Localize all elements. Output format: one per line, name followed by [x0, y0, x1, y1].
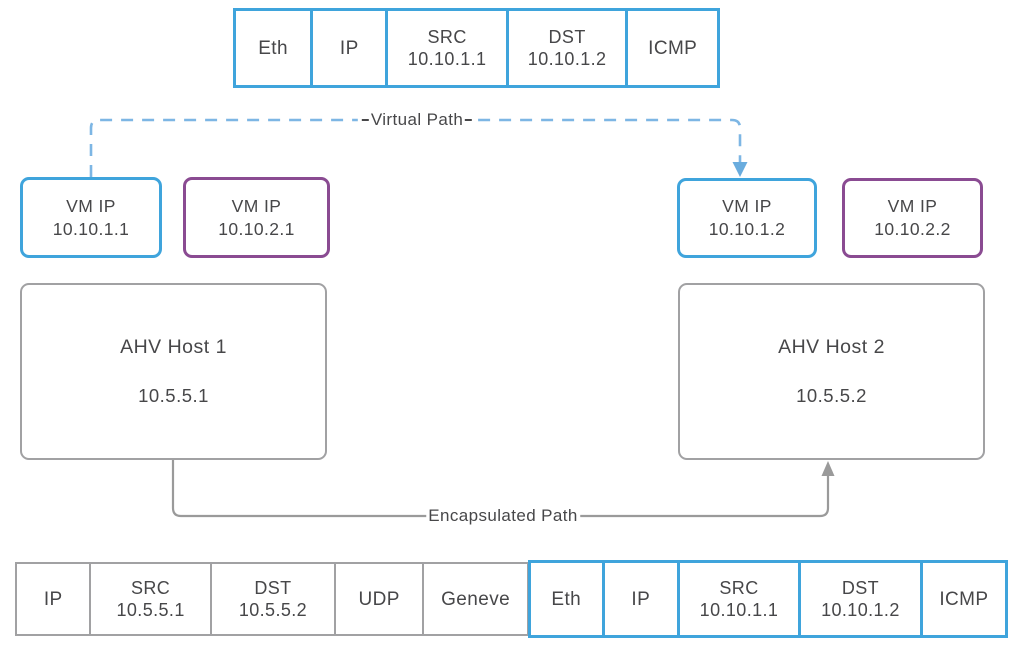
host-name: AHV Host 1 [120, 336, 227, 358]
virtual-path-arrowhead [732, 162, 748, 177]
packet-cell-src: SRC 10.10.1.1 [677, 563, 798, 635]
host-ip: 10.5.5.2 [796, 385, 867, 406]
ahv-host-1-box: AHV Host 1 10.5.5.1 [20, 283, 327, 460]
vm-box-title: VM IP [887, 196, 938, 216]
encapsulated-path-label: Encapsulated Path [426, 505, 580, 527]
packet-cell-dst: DST 10.10.1.2 [797, 563, 920, 635]
vm-box-ip: 10.10.1.1 [52, 218, 130, 239]
packet-cell-value: 10.10.1.1 [699, 600, 779, 620]
encapsulated-packet-outer: IP SRC 10.5.5.1 DST 10.5.5.2 UDP Geneve [15, 562, 529, 636]
packet-cell-label: IP [631, 588, 651, 610]
vm-box-title: VM IP [722, 196, 772, 216]
vm-box-10-10-1-1: VM IP 10.10.1.1 [20, 177, 162, 258]
packet-cell-dst: DST 10.5.5.2 [209, 564, 334, 634]
packet-cell-label: IP [339, 37, 359, 59]
host-ip: 10.5.5.1 [138, 385, 209, 406]
packet-cell-value: 10.5.5.1 [116, 600, 185, 620]
packet-cell-label: Eth [258, 37, 288, 59]
vm-box-title: VM IP [66, 195, 116, 216]
packet-cell-label: IP [43, 588, 63, 610]
packet-cell-label: SRC [427, 27, 467, 47]
packet-cell-label: Eth [551, 588, 582, 610]
vm-box-10-10-2-1: VM IP 10.10.2.1 [183, 177, 330, 258]
packet-cell-label: DST [548, 27, 586, 47]
packet-cell-src: SRC 10.10.1.1 [385, 11, 505, 85]
packet-cell-udp: UDP [334, 564, 422, 634]
packet-cell-label: SRC [719, 578, 759, 598]
packet-cell-label: Geneve [441, 588, 511, 610]
packet-cell-ip: IP [310, 11, 385, 85]
packet-cell-ip: IP [601, 563, 677, 635]
packet-cell-value: 10.5.5.2 [238, 600, 308, 620]
virtual-path-label-text: Virtual Path [370, 110, 464, 129]
vm-box-title: VM IP [231, 195, 282, 216]
packet-cell-icmp: ICMP [919, 563, 1005, 635]
host-name: AHV Host 2 [778, 336, 885, 358]
packet-cell-label: DST [841, 578, 880, 598]
packet-cell-dst: DST 10.10.1.2 [505, 11, 626, 85]
vm-box-10-10-1-2: VM IP 10.10.1.2 [677, 178, 817, 258]
virtual-path-label: Virtual Path [357, 109, 477, 131]
packet-cell-label: ICMP [648, 37, 698, 59]
vm-box-10-10-2-2: VM IP 10.10.2.2 [842, 178, 983, 258]
ahv-host-2-box: AHV Host 2 10.5.5.2 [678, 283, 985, 460]
encapsulated-path-label-text: Encapsulated Path [428, 506, 578, 525]
packet-cell-icmp: ICMP [625, 11, 717, 85]
packet-cell-label: UDP [358, 588, 400, 610]
encapsulated-path-arrowhead [821, 461, 835, 476]
packet-cell-label: ICMP [939, 588, 989, 610]
packet-cell-value: 10.10.1.2 [821, 600, 900, 620]
packet-cell-value: 10.10.1.2 [527, 49, 607, 69]
packet-cell-eth: Eth [236, 11, 310, 85]
vm-box-ip: 10.10.1.2 [708, 219, 786, 239]
packet-cell-src: SRC 10.5.5.1 [89, 564, 209, 634]
encapsulated-packet-inner: Eth IP SRC 10.10.1.1 DST 10.10.1.2 ICMP [528, 560, 1008, 638]
packet-cell-label: SRC [131, 578, 171, 598]
packet-cell-eth: Eth [531, 563, 602, 635]
original-packet: Eth IP SRC 10.10.1.1 DST 10.10.1.2 ICMP [233, 8, 720, 88]
packet-cell-ip: IP [17, 564, 89, 634]
vm-box-ip: 10.10.2.1 [218, 218, 295, 239]
packet-cell-value: 10.10.1.1 [407, 49, 487, 69]
packet-cell-label: DST [254, 578, 292, 598]
packet-cell-geneve: Geneve [422, 564, 527, 634]
vm-box-ip: 10.10.2.2 [874, 219, 951, 239]
